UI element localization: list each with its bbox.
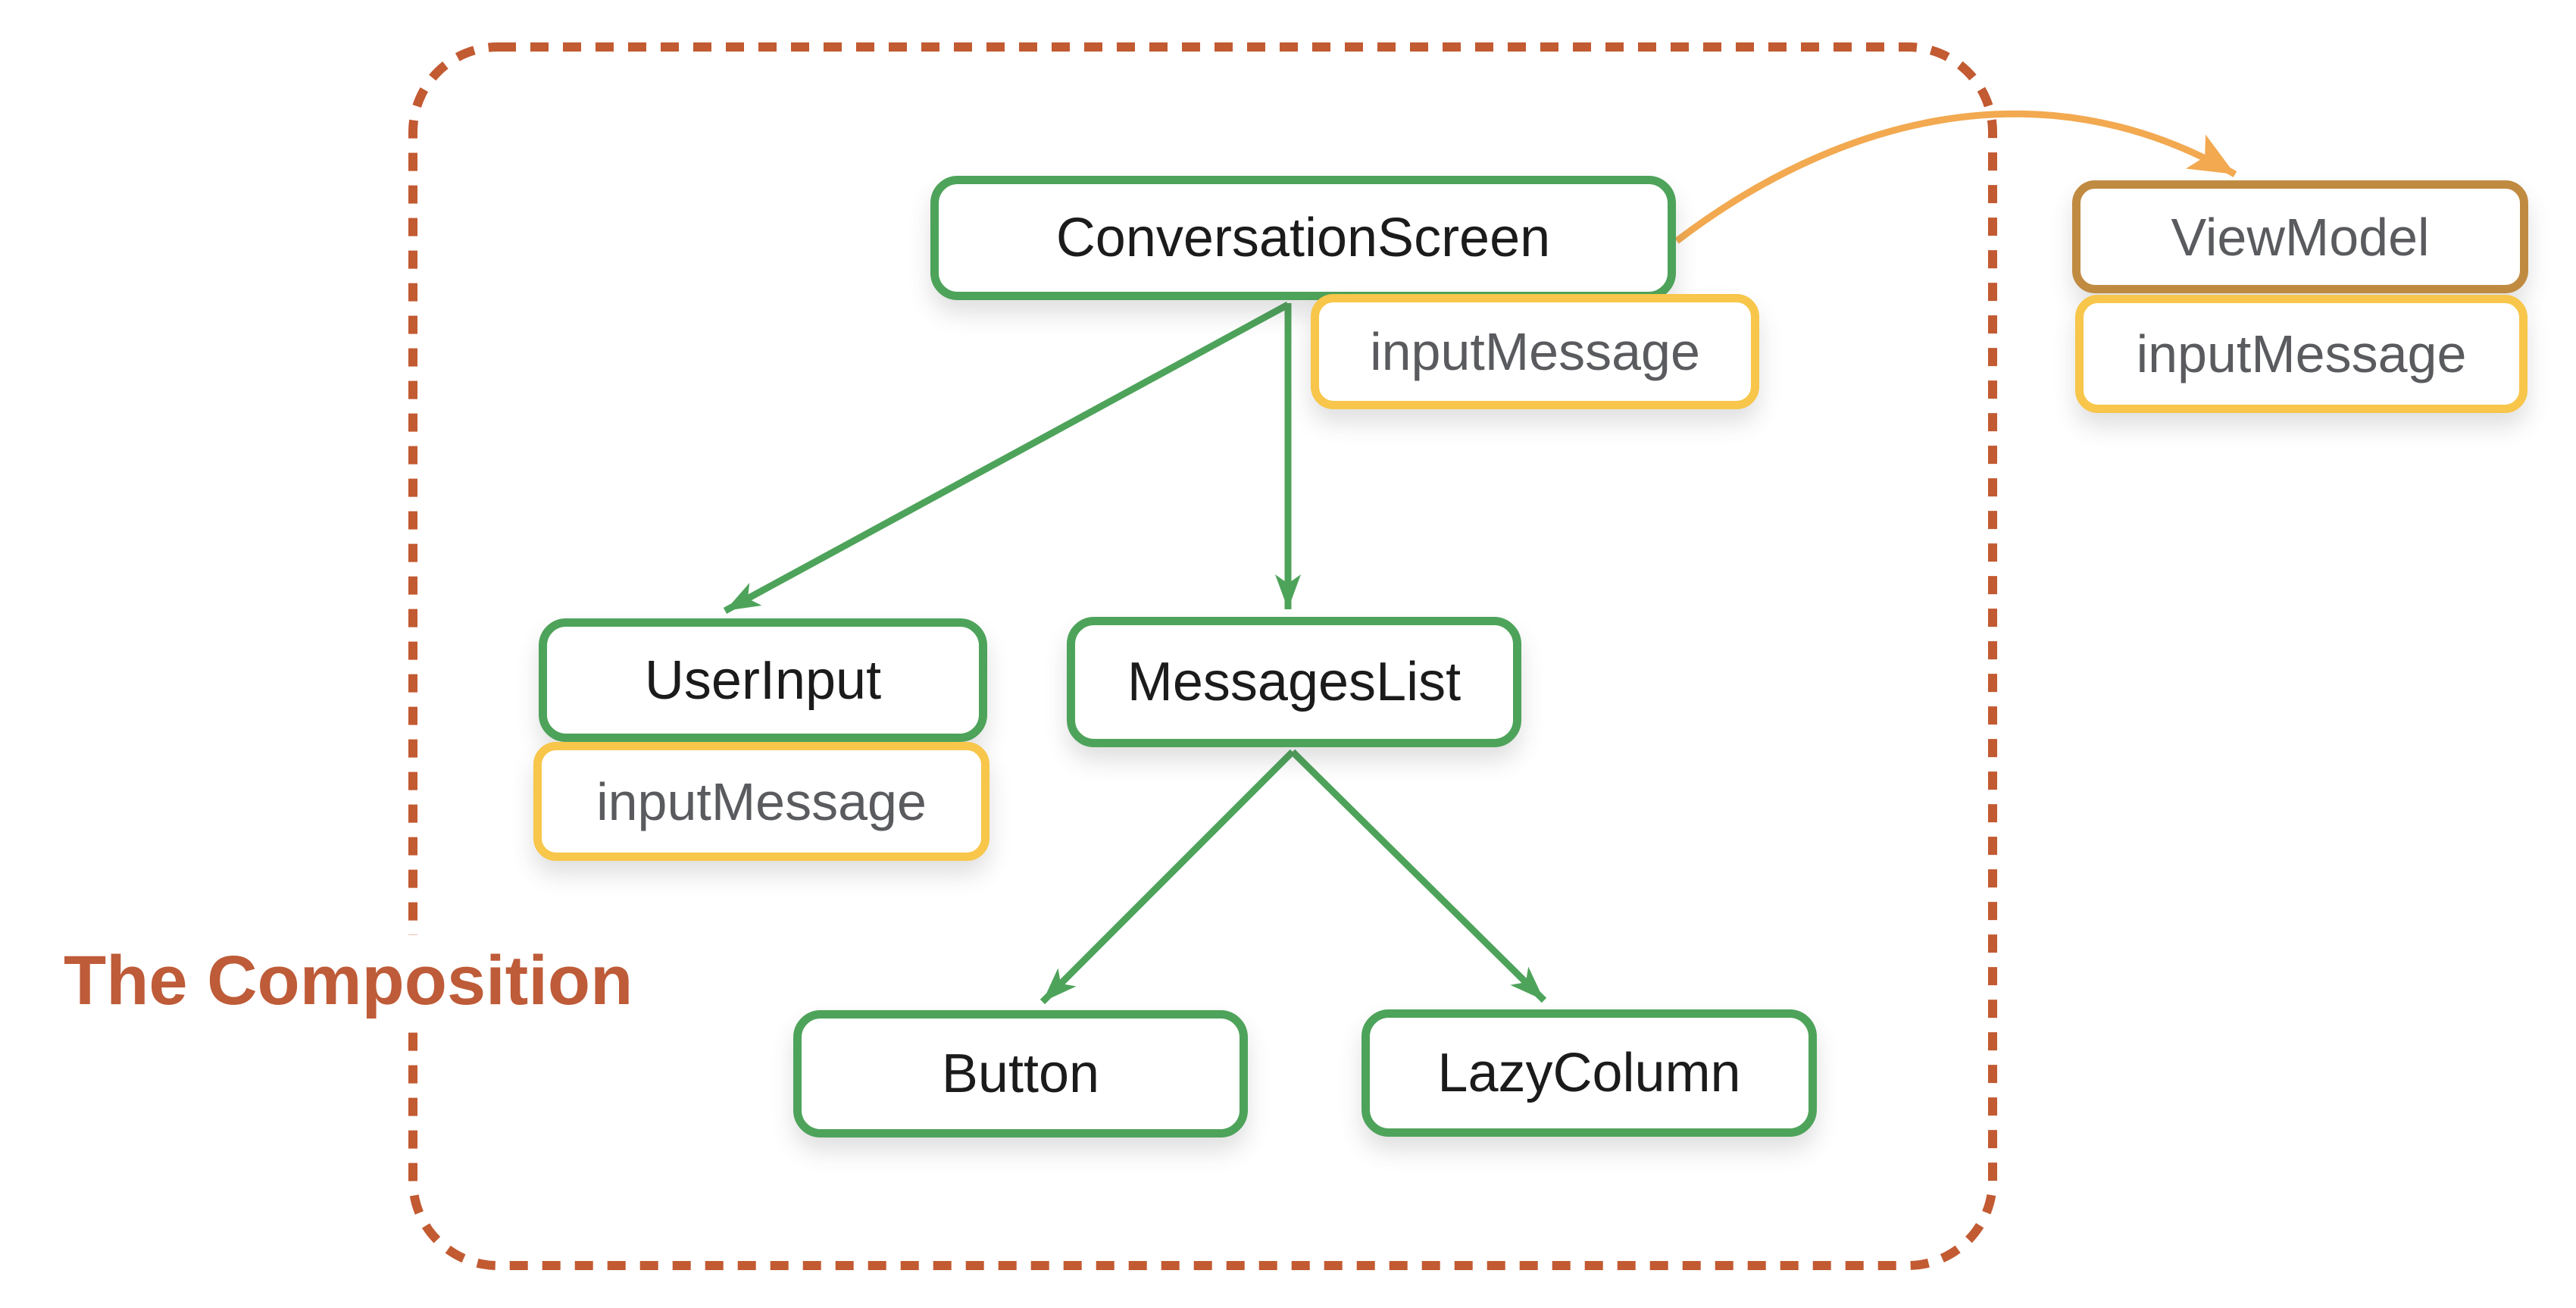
node-button: Button [793, 1010, 1248, 1137]
badge-input-message-conversation-screen-label: inputMessage [1370, 322, 1700, 381]
badge-input-message-view-model-label: inputMessage [2136, 324, 2467, 383]
badge-input-message-user-input-label: inputMessage [596, 771, 927, 831]
node-lazy-column: LazyColumn [1361, 1009, 1817, 1137]
edge-messageslist-button [1039, 749, 1296, 1005]
node-view-model: ViewModel [2072, 180, 2528, 293]
node-view-model-label: ViewModel [2171, 207, 2430, 267]
node-user-input-label: UserInput [644, 649, 882, 711]
diagram-title: The Composition [53, 935, 644, 1027]
node-conversation-screen: ConversationScreen [930, 176, 1676, 300]
badge-input-message-view-model: inputMessage [2075, 295, 2528, 413]
node-lazy-column-label: LazyColumn [1437, 1043, 1741, 1103]
node-conversation-screen-label: ConversationScreen [1055, 208, 1551, 268]
edge-messageslist-lazycolumn [1290, 749, 1547, 1003]
composition-boundary-dashed-rect [408, 42, 1997, 1270]
node-user-input: UserInput [539, 618, 987, 742]
edge-conversationscreen-userinput [723, 302, 1290, 614]
node-messages-list: MessagesList [1067, 617, 1521, 747]
node-messages-list-label: MessagesList [1127, 652, 1462, 712]
node-button-label: Button [941, 1044, 1100, 1104]
badge-input-message-user-input: inputMessage [533, 742, 989, 861]
edge-conversationscreen-viewmodel [1674, 110, 2237, 244]
badge-input-message-conversation-screen: inputMessage [1311, 294, 1759, 409]
